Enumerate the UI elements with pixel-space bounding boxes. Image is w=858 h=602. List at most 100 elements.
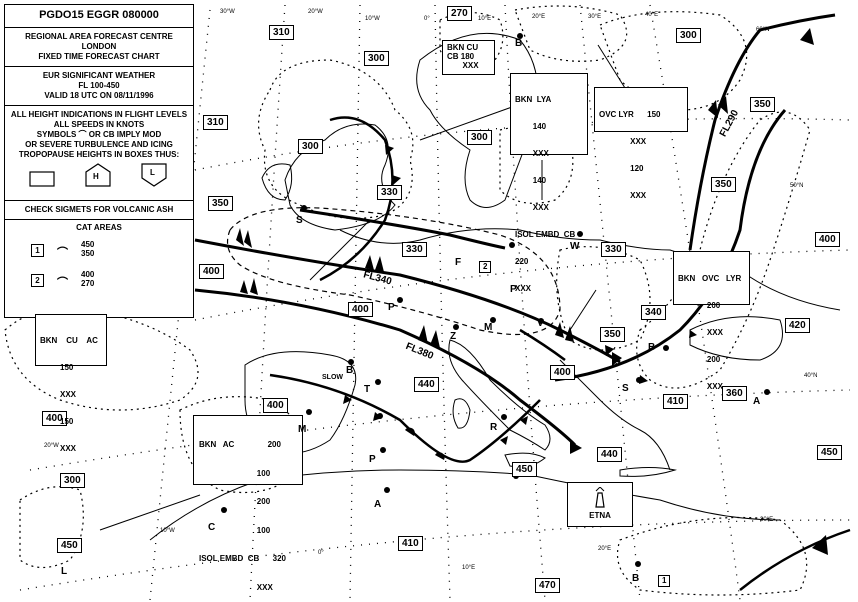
tropopause-low-box: 410 <box>398 536 423 551</box>
cloud-line: 100 <box>199 525 271 535</box>
chart-legend: PGDO15 EGGR 080000 REGIONAL AREA FORECAS… <box>4 4 194 318</box>
tropopause-low-box: 360 <box>722 386 747 401</box>
graticule-label: 30°E <box>588 14 602 20</box>
tropopause-box: 350 <box>750 97 775 112</box>
pressure-dots <box>221 33 770 567</box>
pressure-letter: B <box>648 342 656 353</box>
cloud-line: OVC LYR 150 <box>599 110 661 119</box>
graticule-label: 40°N <box>804 373 818 379</box>
cat-levels: 400 270 <box>81 270 94 288</box>
tropopause-box: 450 <box>57 538 82 553</box>
cloud-line: ISOL EMBD CB 320 <box>199 554 286 563</box>
jet-wind-barbs <box>236 28 828 555</box>
cat-area-dashed <box>227 207 561 336</box>
pressure-letter: B <box>515 38 523 49</box>
graticule-label: 10°E <box>462 565 476 571</box>
balkans <box>559 359 671 471</box>
cloud-line: 200 <box>678 355 721 364</box>
cat-area-marker: 1 <box>658 575 671 587</box>
cloud-line: BKN LYA <box>515 95 552 104</box>
cloud-line: ISOL EMBD CB <box>515 230 576 239</box>
chart-id: PGDO15 EGGR 080000 <box>5 5 193 28</box>
cloud-line: BKN AC 200 <box>199 440 281 449</box>
tropopause-box: 410 <box>663 394 688 409</box>
graticule-label: 0° <box>424 16 430 22</box>
cloud-line: XXX <box>678 382 723 391</box>
tropopause-box: 400 <box>199 264 224 279</box>
scandinavia <box>416 32 539 208</box>
note-line: ALL HEIGHT INDICATIONS IN FLIGHT LEVELS <box>10 110 188 119</box>
note-line: OR SEVERE TURBULENCE AND ICING <box>25 140 173 149</box>
tropopause-high-box: 330 <box>377 185 402 200</box>
cloud-line: XXX <box>599 137 647 146</box>
high-letter: H <box>93 172 99 181</box>
cloud-line: XXX <box>599 191 647 200</box>
cat-base: 350 <box>81 249 95 258</box>
pressure-letter: P <box>369 454 376 465</box>
cat-id: 1 <box>31 244 44 257</box>
cloud-line: 200 <box>678 301 721 310</box>
cloud-line: 100 <box>199 468 271 478</box>
graticule-label: 50°N <box>790 183 804 189</box>
tropopause-box: 450 <box>512 462 537 477</box>
cloud-line: 140 <box>515 122 547 131</box>
volcanic-note: CHECK SIGMETS FOR VOLCANIC ASH <box>5 200 193 220</box>
europe-coast <box>339 228 841 311</box>
pressure-letter: V <box>537 318 544 329</box>
cloud-line: XXX <box>199 582 273 592</box>
tropopause-box: 330 <box>402 242 427 257</box>
note-line: ALL SPEEDS IN KNOTS <box>53 120 145 129</box>
pressure-letter: P <box>388 302 395 313</box>
cloud-line: 220 <box>515 257 529 266</box>
tropopause-high-box: 420 <box>785 318 810 333</box>
cloud-info-box: BKN CU CB 180 XXX <box>442 40 495 75</box>
cat-top: 450 <box>81 240 95 249</box>
cloud-line: BKN CU AC <box>40 336 98 345</box>
pressure-letter: M <box>484 322 493 333</box>
tropopause-box: 400 <box>263 398 288 413</box>
tropopause-box: 310 <box>269 25 294 40</box>
italy <box>448 339 551 451</box>
graticule-label: 20°W <box>308 9 323 15</box>
graticule-label: 30°E <box>760 517 774 523</box>
notes-block: ALL HEIGHT INDICATIONS IN FLIGHT LEVELS … <box>5 106 193 160</box>
tropopause-high-box: 300 <box>60 473 85 488</box>
cloud-line: XXX <box>447 61 479 70</box>
pressure-letter: S <box>296 215 303 226</box>
tropopause-box: 400 <box>348 302 373 317</box>
crete <box>619 467 677 477</box>
fronts <box>269 116 851 591</box>
turbulence-icon: ⌒ <box>57 247 68 259</box>
cloud-line: CB 180 <box>447 52 475 61</box>
cloud-line: XXX <box>40 390 77 399</box>
pressure-letter: T <box>364 384 371 395</box>
graticule-label: 20°W <box>44 443 59 449</box>
cloud-line: XXX <box>678 328 723 337</box>
pressure-letter: F <box>455 257 462 268</box>
cloud-info-box: OVC LYR 150 XXX 120 XXX <box>594 87 688 200</box>
tropopause-box: 350 <box>600 327 625 342</box>
black-sea <box>689 316 783 361</box>
cat-area-marker: 2 <box>479 261 492 273</box>
graticule-label: 40°E <box>645 12 659 18</box>
tropopause-shapes: H L <box>5 160 193 200</box>
pressure-letter: A <box>753 396 761 407</box>
graticule-label: 20°E <box>532 14 546 20</box>
cloud-line: 140 <box>515 176 547 185</box>
pressure-letter: W <box>570 241 580 252</box>
cat-title: CAT AREAS <box>76 223 122 232</box>
pressure-letter: S <box>622 383 629 394</box>
graticule-label: 30°W <box>220 9 235 15</box>
low-letter: L <box>150 168 155 177</box>
british-isles <box>284 123 396 231</box>
centre-line: LONDON <box>81 42 117 51</box>
pressure-letter: B <box>632 573 640 584</box>
note-line: TROPOPAUSE HEIGHTS IN BOXES THUS: <box>18 150 180 159</box>
tropopause-box: 300 <box>676 28 701 43</box>
graticule-label: 10°E <box>478 16 492 22</box>
leader-lines <box>99 44 626 531</box>
tropopause-shape-icons <box>29 163 167 187</box>
product-block: EUR SIGNIFICANT WEATHER FL 100-450 VALID… <box>5 67 193 106</box>
pressure-letter: A <box>374 499 382 510</box>
tropopause-box: 350 <box>208 196 233 211</box>
